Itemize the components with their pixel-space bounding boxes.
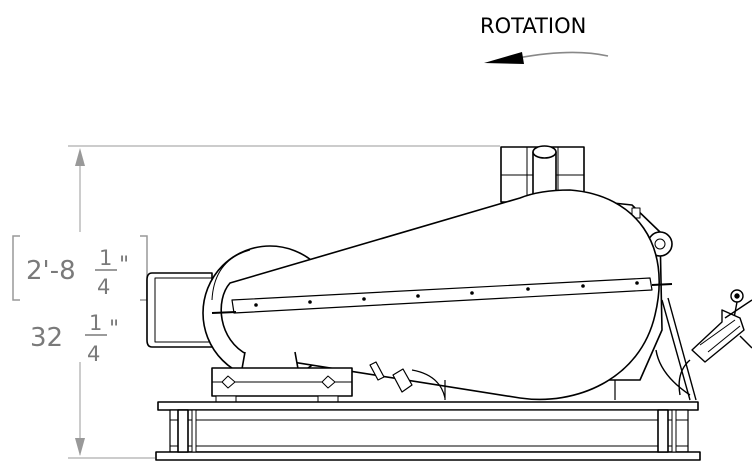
fittings <box>369 361 616 400</box>
base-skid <box>155 401 701 461</box>
dimension-inches-fraction-denominator: 4 <box>87 342 100 366</box>
motor-mount <box>211 351 353 405</box>
side-frame <box>655 297 697 401</box>
dimension-inches-unit: " <box>109 317 119 342</box>
rotation-arrow-icon <box>484 51 609 64</box>
dimension-bracket <box>12 235 148 301</box>
height-dimension <box>68 145 500 459</box>
dimension-inches-whole: 32 <box>30 323 63 353</box>
rotation-label: ROTATION <box>480 14 586 38</box>
guard-bolts <box>254 281 639 307</box>
machine <box>146 145 752 461</box>
dimension-inches-fraction-numerator: 1 <box>89 311 102 335</box>
dimension-text-inches: 32 1 4 " <box>30 311 119 366</box>
motor-end-cap <box>146 272 213 348</box>
valve-handle <box>678 289 752 396</box>
dimension-feet-fraction-numerator: 1 <box>99 246 112 270</box>
dimension-feet-unit: " <box>119 253 129 278</box>
dimension-feet-fraction-denominator: 4 <box>97 275 110 299</box>
dimension-feet-whole: 2'-8 <box>26 256 76 286</box>
dimension-text-feet: 2'-8 1 4 " <box>26 246 129 299</box>
